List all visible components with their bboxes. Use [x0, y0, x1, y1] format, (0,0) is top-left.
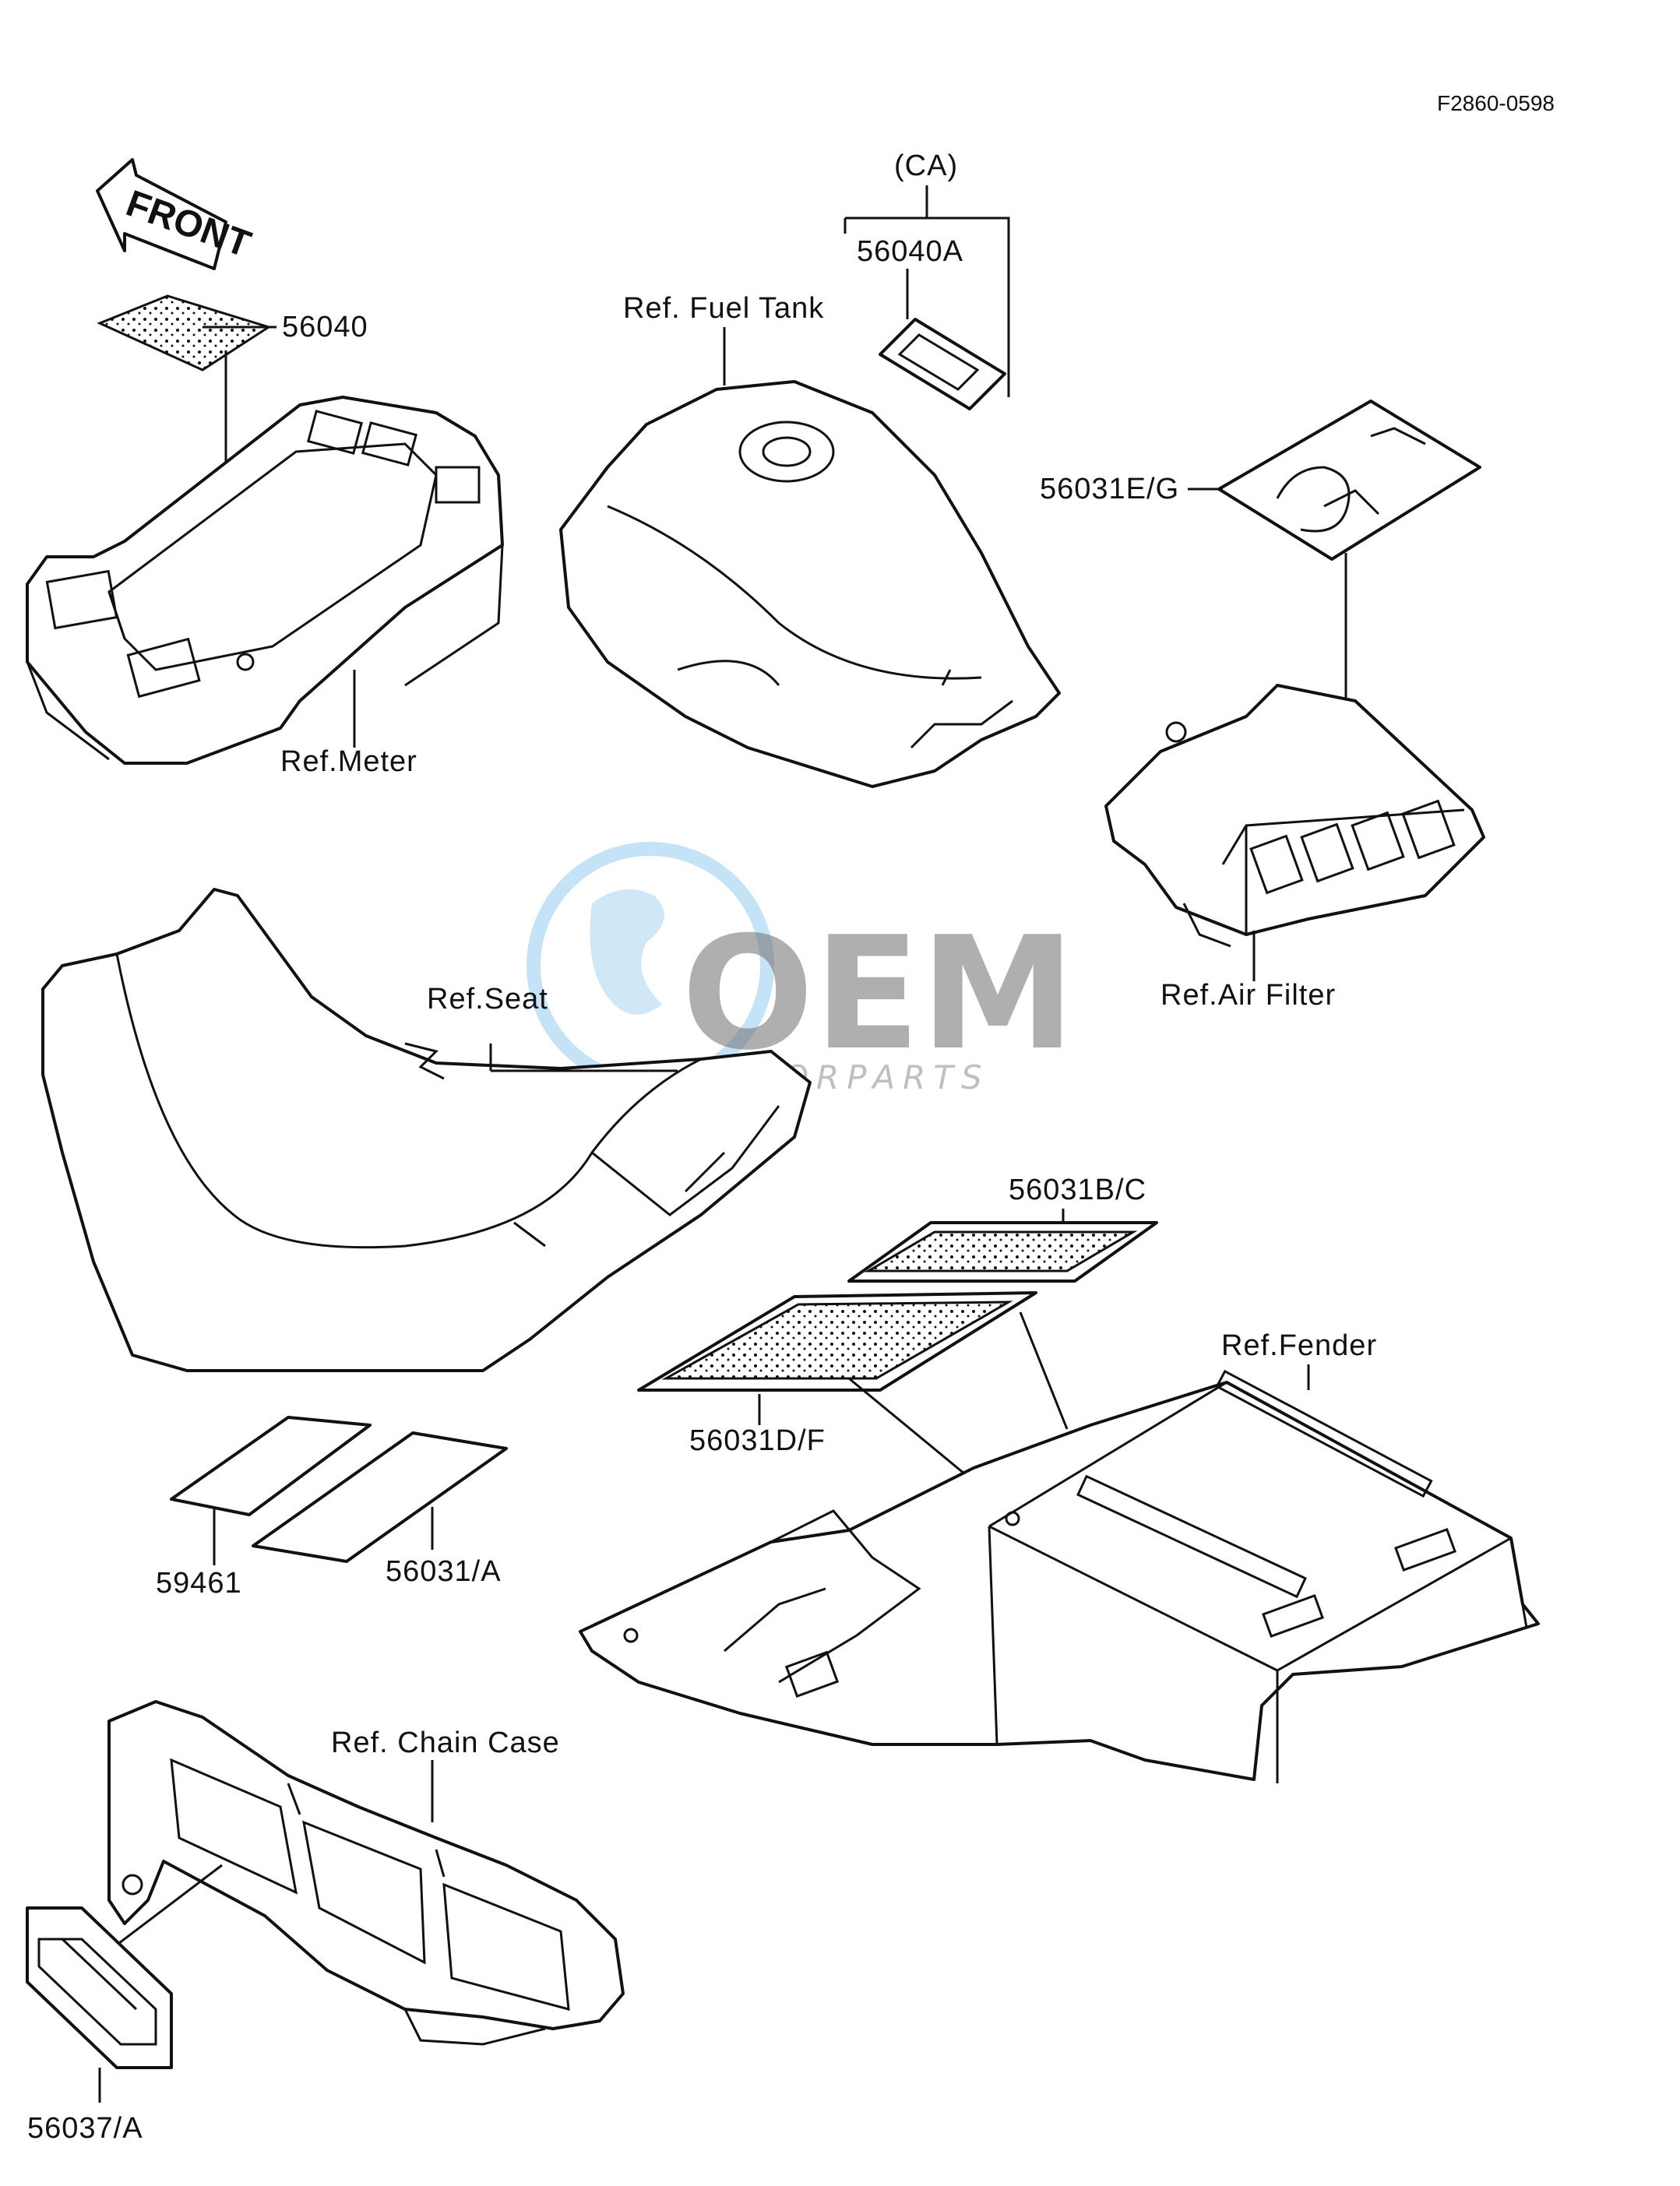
- chain-case: [107, 1700, 625, 2046]
- label-56031df: 56031D/F: [689, 1424, 826, 1457]
- decal-56040: [97, 294, 272, 371]
- label-56031a: 56031/A: [386, 1555, 502, 1588]
- air-filter: [1104, 684, 1485, 948]
- decal-56037a: [26, 1906, 173, 2069]
- decal-56031a: [252, 1431, 508, 1563]
- meter-assembly: [26, 396, 504, 765]
- decal-56031bc: [847, 1221, 1158, 1283]
- label-meter: Ref.Meter: [280, 745, 417, 778]
- decal-56031df: [637, 1291, 1037, 1392]
- label-fuel-tank: Ref. Fuel Tank: [623, 292, 824, 325]
- label-fender: Ref.Fender: [1221, 1329, 1377, 1362]
- label-chain-case: Ref. Chain Case: [331, 1727, 560, 1759]
- label-air-filter: Ref.Air Filter: [1161, 979, 1336, 1012]
- label-56037a: 56037/A: [27, 2112, 143, 2145]
- label-56031eg: 56031E/G: [1040, 473, 1179, 505]
- decal-56031eg: [1217, 400, 1481, 561]
- front-arrow-icon: FRONT: [96, 158, 256, 270]
- diagram-code: F2860-0598: [1437, 91, 1555, 115]
- seat: [41, 888, 812, 1372]
- decal-56040a: [879, 318, 1006, 410]
- label-56031bc: 56031B/C: [1009, 1174, 1146, 1206]
- fuel-tank: [559, 380, 1061, 788]
- oem-motorparts-watermark: OEM MOTORPARTS: [527, 842, 1076, 1097]
- label-seat: Ref.Seat: [427, 983, 548, 1016]
- label-56040: 56040: [282, 311, 368, 343]
- box-56040a: [845, 216, 1010, 397]
- label-ca: (CA): [894, 150, 958, 182]
- label-56040a: 56040A: [857, 235, 963, 268]
- fender: [579, 1369, 1540, 1783]
- label-59461: 59461: [156, 1567, 242, 1600]
- decal-59461: [170, 1416, 372, 1516]
